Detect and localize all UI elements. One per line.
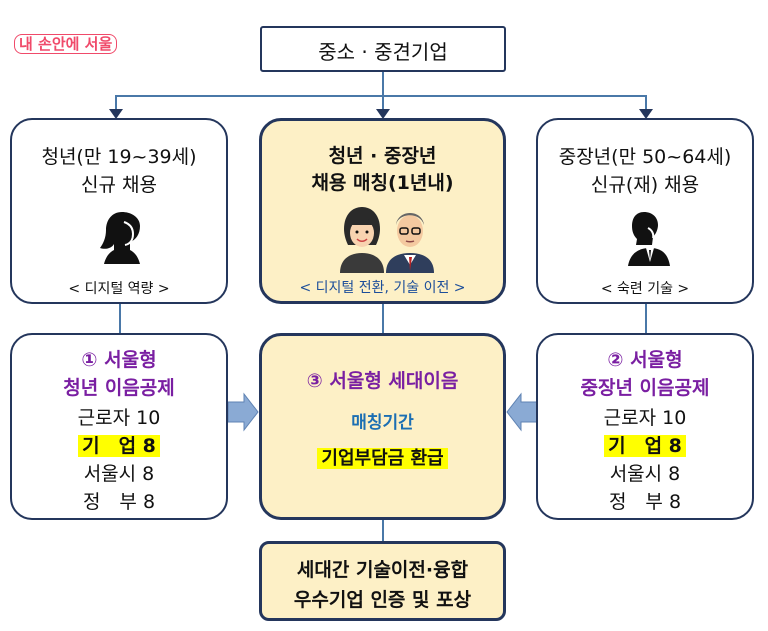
brand-logo: 내 손안에 서울 xyxy=(14,34,118,54)
connector-center-down xyxy=(382,95,384,111)
connector-right-down xyxy=(645,95,647,111)
center-card-line1: 청년 · 중장년 xyxy=(328,145,437,167)
arrowhead-center xyxy=(376,109,390,119)
center-card-line2: 채용 매칭(1년내) xyxy=(311,172,454,194)
left-card-footer: < 디지털 역량 > xyxy=(68,281,170,297)
left-card: 청년(만 19~39세) 신규 채용 < 디지털 역량 > xyxy=(10,118,228,304)
left-fund-row2: 기 업 8 xyxy=(78,435,160,457)
right-fund-title1: ② 서울형 xyxy=(607,349,683,371)
connector-right-middle xyxy=(645,302,647,334)
connector-horizontal xyxy=(115,95,647,97)
right-card-line1: 중장년(만 50~64세) xyxy=(558,146,732,168)
right-card-footer: < 숙련 기술 > xyxy=(600,281,690,297)
connector-left-middle xyxy=(119,302,121,334)
block-arrow-right xyxy=(506,392,538,432)
two-people-icon xyxy=(340,207,434,273)
center-fund-card: ③ 서울형 세대이음 매칭기간 기업부담금 환급 xyxy=(259,333,506,520)
young-woman-icon xyxy=(100,212,140,264)
connector-top-vertical xyxy=(382,70,384,96)
left-fund-card: ① 서울형 청년 이음공제 근로자 10 기 업 8 서울시 8 정 부 8 xyxy=(10,333,228,520)
top-box: 중소 · 중견기업 xyxy=(260,26,506,72)
left-fund-row4: 정 부 8 xyxy=(82,491,156,513)
center-fund-sub2: 기업부담금 환급 xyxy=(317,448,448,469)
bottom-line2: 우수기업 인증 및 포상 xyxy=(293,589,472,611)
right-fund-title2: 중장년 이음공제 xyxy=(580,377,710,399)
right-fund-card: ② 서울형 중장년 이음공제 근로자 10 기 업 8 서울시 8 정 부 8 xyxy=(536,333,754,520)
left-fund-title2: 청년 이음공제 xyxy=(63,377,175,399)
center-card-footer: < 디지털 전환, 기술 이전 > xyxy=(299,280,466,296)
left-card-line1: 청년(만 19~39세) xyxy=(41,146,197,168)
arrowhead-left xyxy=(109,109,123,119)
center-fund-title: ③ 서울형 세대이음 xyxy=(306,370,459,392)
center-card: 청년 · 중장년 채용 매칭(1년내) < 디지털 전환, 기술 이전 > xyxy=(259,118,506,304)
left-fund-row1: 근로자 10 xyxy=(77,407,161,429)
bottom-box: 세대간 기술이전·융합 우수기업 인증 및 포상 xyxy=(259,541,506,621)
block-arrow-left xyxy=(227,392,259,432)
bottom-line1: 세대간 기술이전·융합 xyxy=(296,559,469,581)
left-card-line2: 신규 채용 xyxy=(81,174,157,196)
connector-center-middle xyxy=(382,302,384,334)
right-fund-row3: 서울시 8 xyxy=(609,463,681,485)
left-fund-title1: ① 서울형 xyxy=(81,349,157,371)
middle-aged-man-icon xyxy=(628,212,670,266)
left-fund-row3: 서울시 8 xyxy=(83,463,155,485)
right-fund-row1: 근로자 10 xyxy=(603,407,687,429)
right-card: 중장년(만 50~64세) 신규(재) 채용 < 숙련 기술 > xyxy=(536,118,754,304)
connector-left-down xyxy=(115,95,117,111)
connector-center-bottom xyxy=(382,520,384,542)
right-card-line2: 신규(재) 채용 xyxy=(590,174,700,196)
right-fund-row2: 기 업 8 xyxy=(604,435,686,457)
top-title: 중소 · 중견기업 xyxy=(318,40,448,64)
right-fund-row4: 정 부 8 xyxy=(608,491,682,513)
arrowhead-right xyxy=(639,109,653,119)
center-fund-sub1: 매칭기간 xyxy=(351,413,414,433)
